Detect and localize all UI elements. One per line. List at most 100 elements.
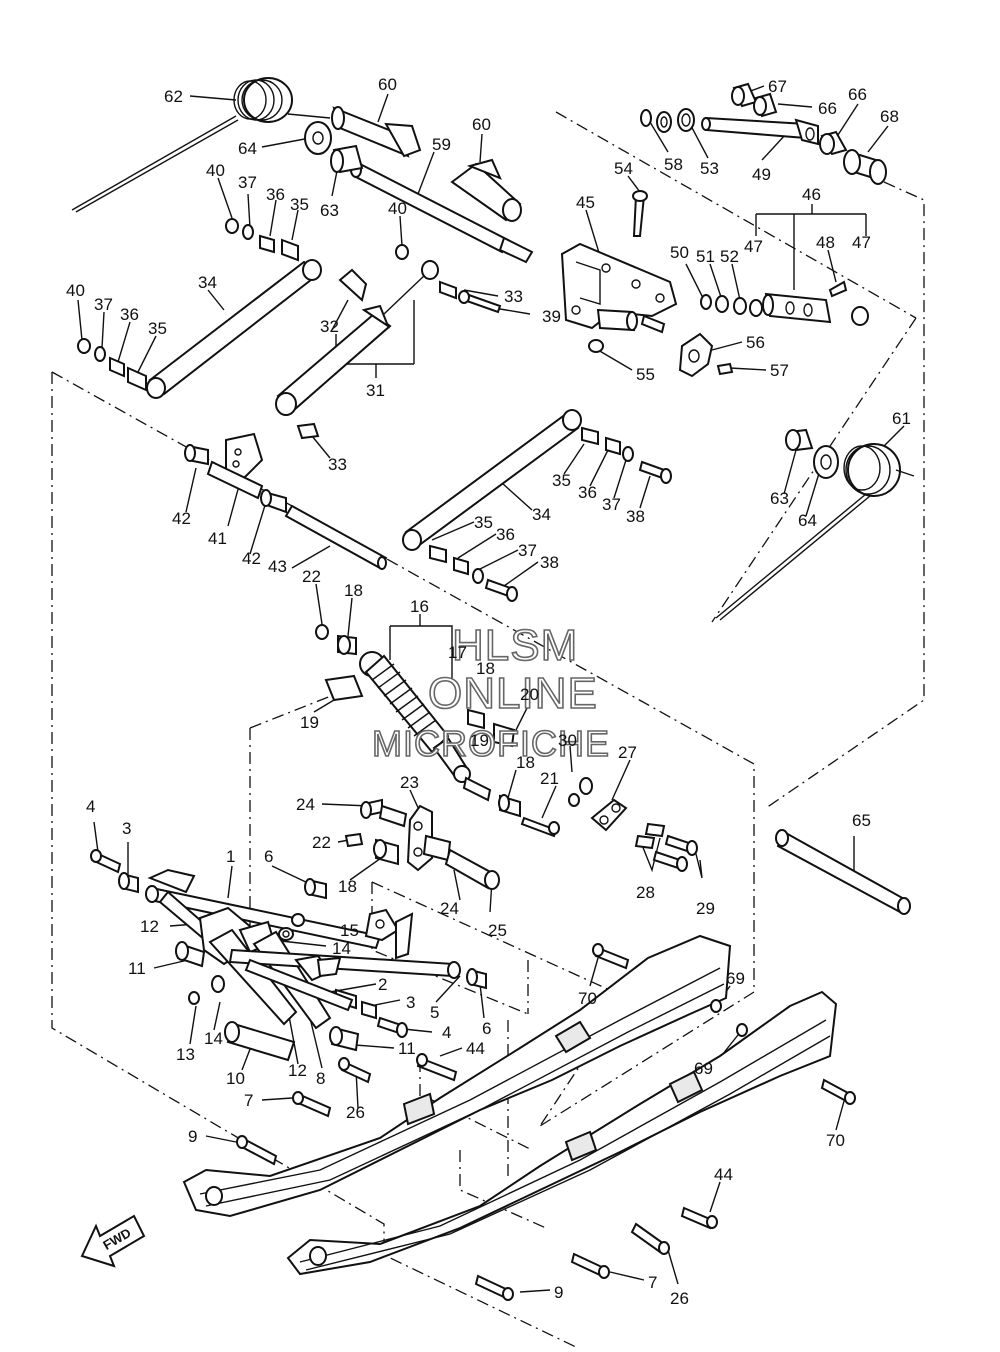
callout-label: 33 (328, 455, 347, 474)
callout-label: 51 (696, 247, 715, 266)
callout-label: 35 (148, 319, 167, 338)
callout-label: 70 (578, 989, 597, 1008)
callout-label: 36 (120, 305, 139, 324)
callout-label: 36 (496, 525, 515, 544)
part-62-torsion-spring-left (71, 77, 331, 213)
callout-label: 69 (694, 1059, 713, 1078)
callout-label: 11 (398, 1039, 416, 1058)
callout-label: 23 (400, 773, 419, 792)
callout-label: 7 (648, 1273, 657, 1292)
part-70-44-rail-bolts (474, 943, 856, 1301)
leader-lines (77, 85, 905, 1293)
part-27-30-clamp (568, 777, 698, 872)
callout-label: 38 (540, 553, 559, 572)
callout-label: 25 (488, 921, 507, 940)
part-40-37-36-35-upper-hardware (77, 218, 409, 392)
callout-label: 69 (726, 969, 745, 988)
callout-label: 63 (320, 201, 339, 220)
callout-label: 67 (768, 77, 787, 96)
callout-label: 5 (430, 1003, 439, 1022)
callout-label: 16 (410, 597, 429, 616)
callout-label: 24 (440, 899, 459, 918)
part-slide-rail-left (182, 934, 732, 1218)
callout-label: 31 (366, 381, 385, 400)
callout-label: 42 (172, 509, 191, 528)
callout-label: 10 (226, 1069, 245, 1088)
callout-label: 1 (226, 847, 235, 866)
part-50-52-washers (700, 294, 747, 315)
part-49-shaft-rear (701, 116, 819, 146)
callout-label: 44 (466, 1039, 485, 1058)
callout-label: 47 (852, 233, 871, 252)
callout-label: 40 (388, 199, 407, 218)
part-60-bushing-right (450, 158, 522, 222)
callout-label: 47 (744, 237, 763, 256)
part-4-3-front-bolt (90, 849, 139, 894)
callout-label: 36 (578, 483, 597, 502)
callout-label: 20 (520, 685, 539, 704)
callout-label: 45 (576, 193, 595, 212)
callout-label: 3 (122, 819, 131, 838)
part-slide-rail-right (286, 990, 838, 1276)
callout-labels: 62 60 60 67 66 66 68 64 59 58 53 49 40 3… (66, 75, 911, 1308)
part-34-link-rod-upper (146, 259, 322, 399)
callout-label: 66 (848, 85, 867, 104)
callout-label: 64 (798, 511, 817, 530)
part-33-39-bolt-and-bushings (296, 280, 502, 440)
callout-label: 39 (542, 307, 561, 326)
callout-label: 21 (540, 769, 559, 788)
callout-label: 18 (344, 581, 363, 600)
callout-label: 29 (696, 899, 715, 918)
callout-label: 49 (752, 165, 771, 184)
callout-label: 26 (670, 1289, 689, 1308)
watermark-line1: HLSM (452, 621, 578, 670)
callout-label: 37 (602, 495, 621, 514)
callout-label: 63 (770, 489, 789, 508)
callout-label: 70 (826, 1131, 845, 1150)
callout-label: 6 (482, 1019, 491, 1038)
part-53-nut (677, 108, 695, 132)
callout-label: 66 (818, 99, 837, 118)
callout-label: 60 (378, 75, 397, 94)
callout-label: 36 (266, 185, 285, 204)
callout-label: 18 (338, 877, 357, 896)
callout-label: 60 (472, 115, 491, 134)
callout-label: 34 (532, 505, 551, 524)
callout-label: 42 (242, 549, 261, 568)
callout-label: 6 (264, 847, 273, 866)
callout-label: 32 (320, 317, 339, 336)
part-31-shock-upper (275, 260, 439, 416)
callout-label: 59 (432, 135, 451, 154)
callout-label: 54 (614, 159, 633, 178)
callout-label: 40 (66, 281, 85, 300)
callout-label: 28 (636, 883, 655, 902)
part-55-nut (588, 339, 604, 353)
part-61-torsion-spring-right (715, 443, 915, 621)
callout-label: 35 (552, 471, 571, 490)
callout-label: 12 (140, 917, 159, 936)
callout-label: 9 (188, 1127, 197, 1146)
callout-label: 26 (346, 1103, 365, 1122)
part-60-bushing-left (331, 106, 422, 158)
callout-label: 19 (470, 731, 489, 750)
watermark-line3: MICROFICHE (372, 723, 610, 764)
part-63-bushing-upper (330, 144, 364, 174)
part-rear-arm-assembly (198, 906, 461, 1030)
callout-label: 41 (208, 529, 227, 548)
part-65-shaft (775, 829, 911, 915)
callout-label: 3 (406, 993, 415, 1012)
callout-label: 14 (332, 939, 351, 958)
callout-label: 2 (378, 975, 387, 994)
part-23-24-25-pivot-bracket (344, 798, 500, 890)
callout-label: 14 (204, 1029, 223, 1048)
part-45-bracket (560, 242, 678, 334)
callout-label: 18 (476, 659, 495, 678)
callout-label: 24 (296, 795, 315, 814)
callout-label: 17 (448, 643, 467, 662)
callout-label: 48 (816, 233, 835, 252)
callout-label: 37 (238, 173, 257, 192)
callout-label: 30 (558, 731, 577, 750)
part-35-38-lower-hardware (429, 426, 672, 602)
callout-label: 18 (516, 753, 535, 772)
callout-label: 65 (852, 811, 871, 830)
